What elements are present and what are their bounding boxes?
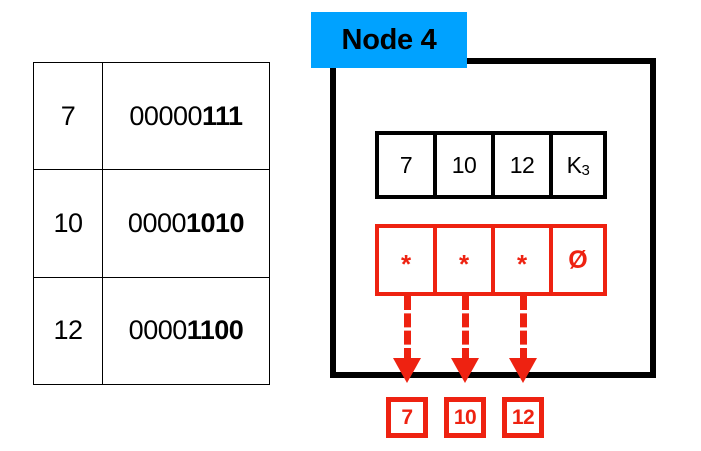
pointer-cell: *	[375, 224, 433, 296]
key-cell: 10	[433, 131, 491, 199]
binary-prefix: 0000	[127, 207, 187, 238]
pointer-star-glyph: *	[400, 249, 412, 279]
pointer-cell-null: Ø	[549, 224, 607, 296]
pointer-star-glyph: *	[458, 249, 470, 279]
arrow-head-icon	[451, 358, 479, 383]
arrow-line	[404, 296, 411, 362]
arrow-line	[520, 296, 527, 362]
key-cell: 7	[375, 131, 433, 199]
value-box: 10	[444, 397, 486, 438]
null-pointer-glyph: Ø	[568, 245, 588, 274]
key-symbol: K	[566, 151, 582, 178]
pointer-array: * * * Ø	[375, 224, 607, 296]
arrow-head-icon	[393, 358, 421, 383]
node-container	[330, 58, 656, 378]
binary-suffix: 111	[202, 100, 243, 131]
binary-prefix: 0000	[128, 315, 188, 346]
binary-suffix: 1100	[186, 315, 244, 346]
pointer-cell: *	[491, 224, 549, 296]
value-box: 7	[386, 397, 428, 438]
binary-suffix: 1010	[186, 207, 245, 238]
node-title-badge: Node 4	[311, 12, 467, 68]
arrow-line	[462, 296, 469, 362]
node-title-label: Node 4	[341, 23, 437, 56]
key-symbol-subscript: 3	[581, 161, 590, 179]
decimal-value: 7	[34, 63, 103, 170]
arrow-head-icon	[509, 358, 537, 383]
decimal-value: 12	[34, 277, 103, 384]
pointer-cell: *	[433, 224, 491, 296]
key-cell: 12	[491, 131, 549, 199]
decimal-value: 10	[34, 170, 103, 277]
binary-prefix: 00000	[129, 100, 202, 131]
pointer-star-glyph: *	[516, 249, 528, 279]
value-box: 12	[502, 397, 544, 438]
